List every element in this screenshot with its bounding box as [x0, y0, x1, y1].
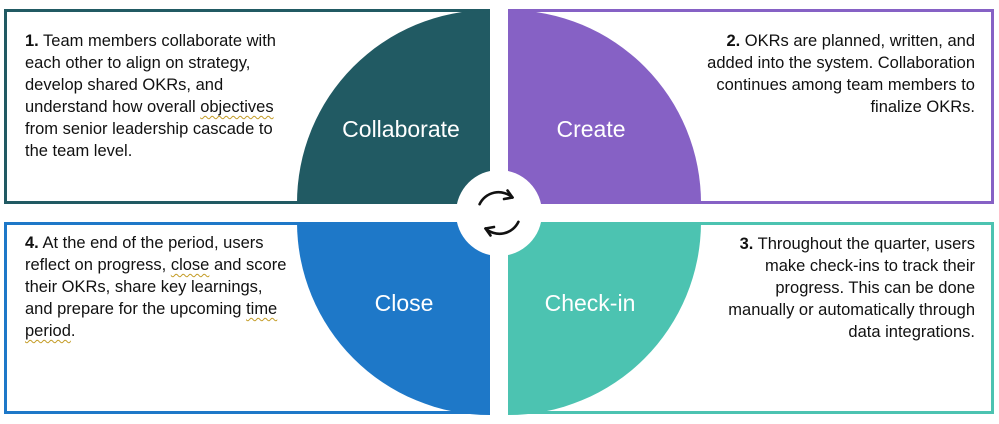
- step-number: 3.: [739, 235, 754, 253]
- collaborate-label: Collaborate: [342, 116, 460, 142]
- description-text: .: [70, 322, 76, 340]
- description-text: and score their OKRs, share key learning…: [25, 256, 287, 318]
- quadrant-close: [297, 222, 490, 415]
- step-number: 2.: [726, 32, 741, 50]
- quadrant-create: [508, 10, 702, 204]
- refresh-cycle-icon: [478, 189, 520, 237]
- create-description: 2. OKRs are planned, written, and added …: [685, 30, 975, 118]
- description-text: Throughout the quarter, users make check…: [728, 235, 975, 341]
- center-circle: [456, 170, 542, 256]
- time-period-term: time period: [25, 300, 278, 340]
- close-term: close: [170, 256, 210, 274]
- description-text: OKRs are planned, written, and added int…: [707, 32, 975, 116]
- checkin-label: Check-in: [545, 290, 636, 316]
- description-text: from senior leadership cascade to the te…: [25, 120, 273, 160]
- step-number: 4.: [25, 234, 39, 252]
- collaborate-description: 1. Team members collaborate with each ot…: [25, 30, 287, 162]
- quadrant-checkin: [508, 222, 701, 415]
- description-text: At the end of the period, users reflect …: [25, 234, 264, 274]
- close-label: Close: [375, 290, 434, 316]
- create-label: Create: [556, 116, 625, 142]
- step-number: 1.: [25, 32, 39, 50]
- quadrant-collaborate: [296, 10, 490, 204]
- close-description: 4. At the end of the period, users refle…: [25, 232, 287, 342]
- description-text: Team members collaborate with each other…: [25, 32, 276, 116]
- checkin-description: 3. Throughout the quarter, users make ch…: [710, 233, 975, 343]
- objectives-term: objectives: [200, 98, 274, 116]
